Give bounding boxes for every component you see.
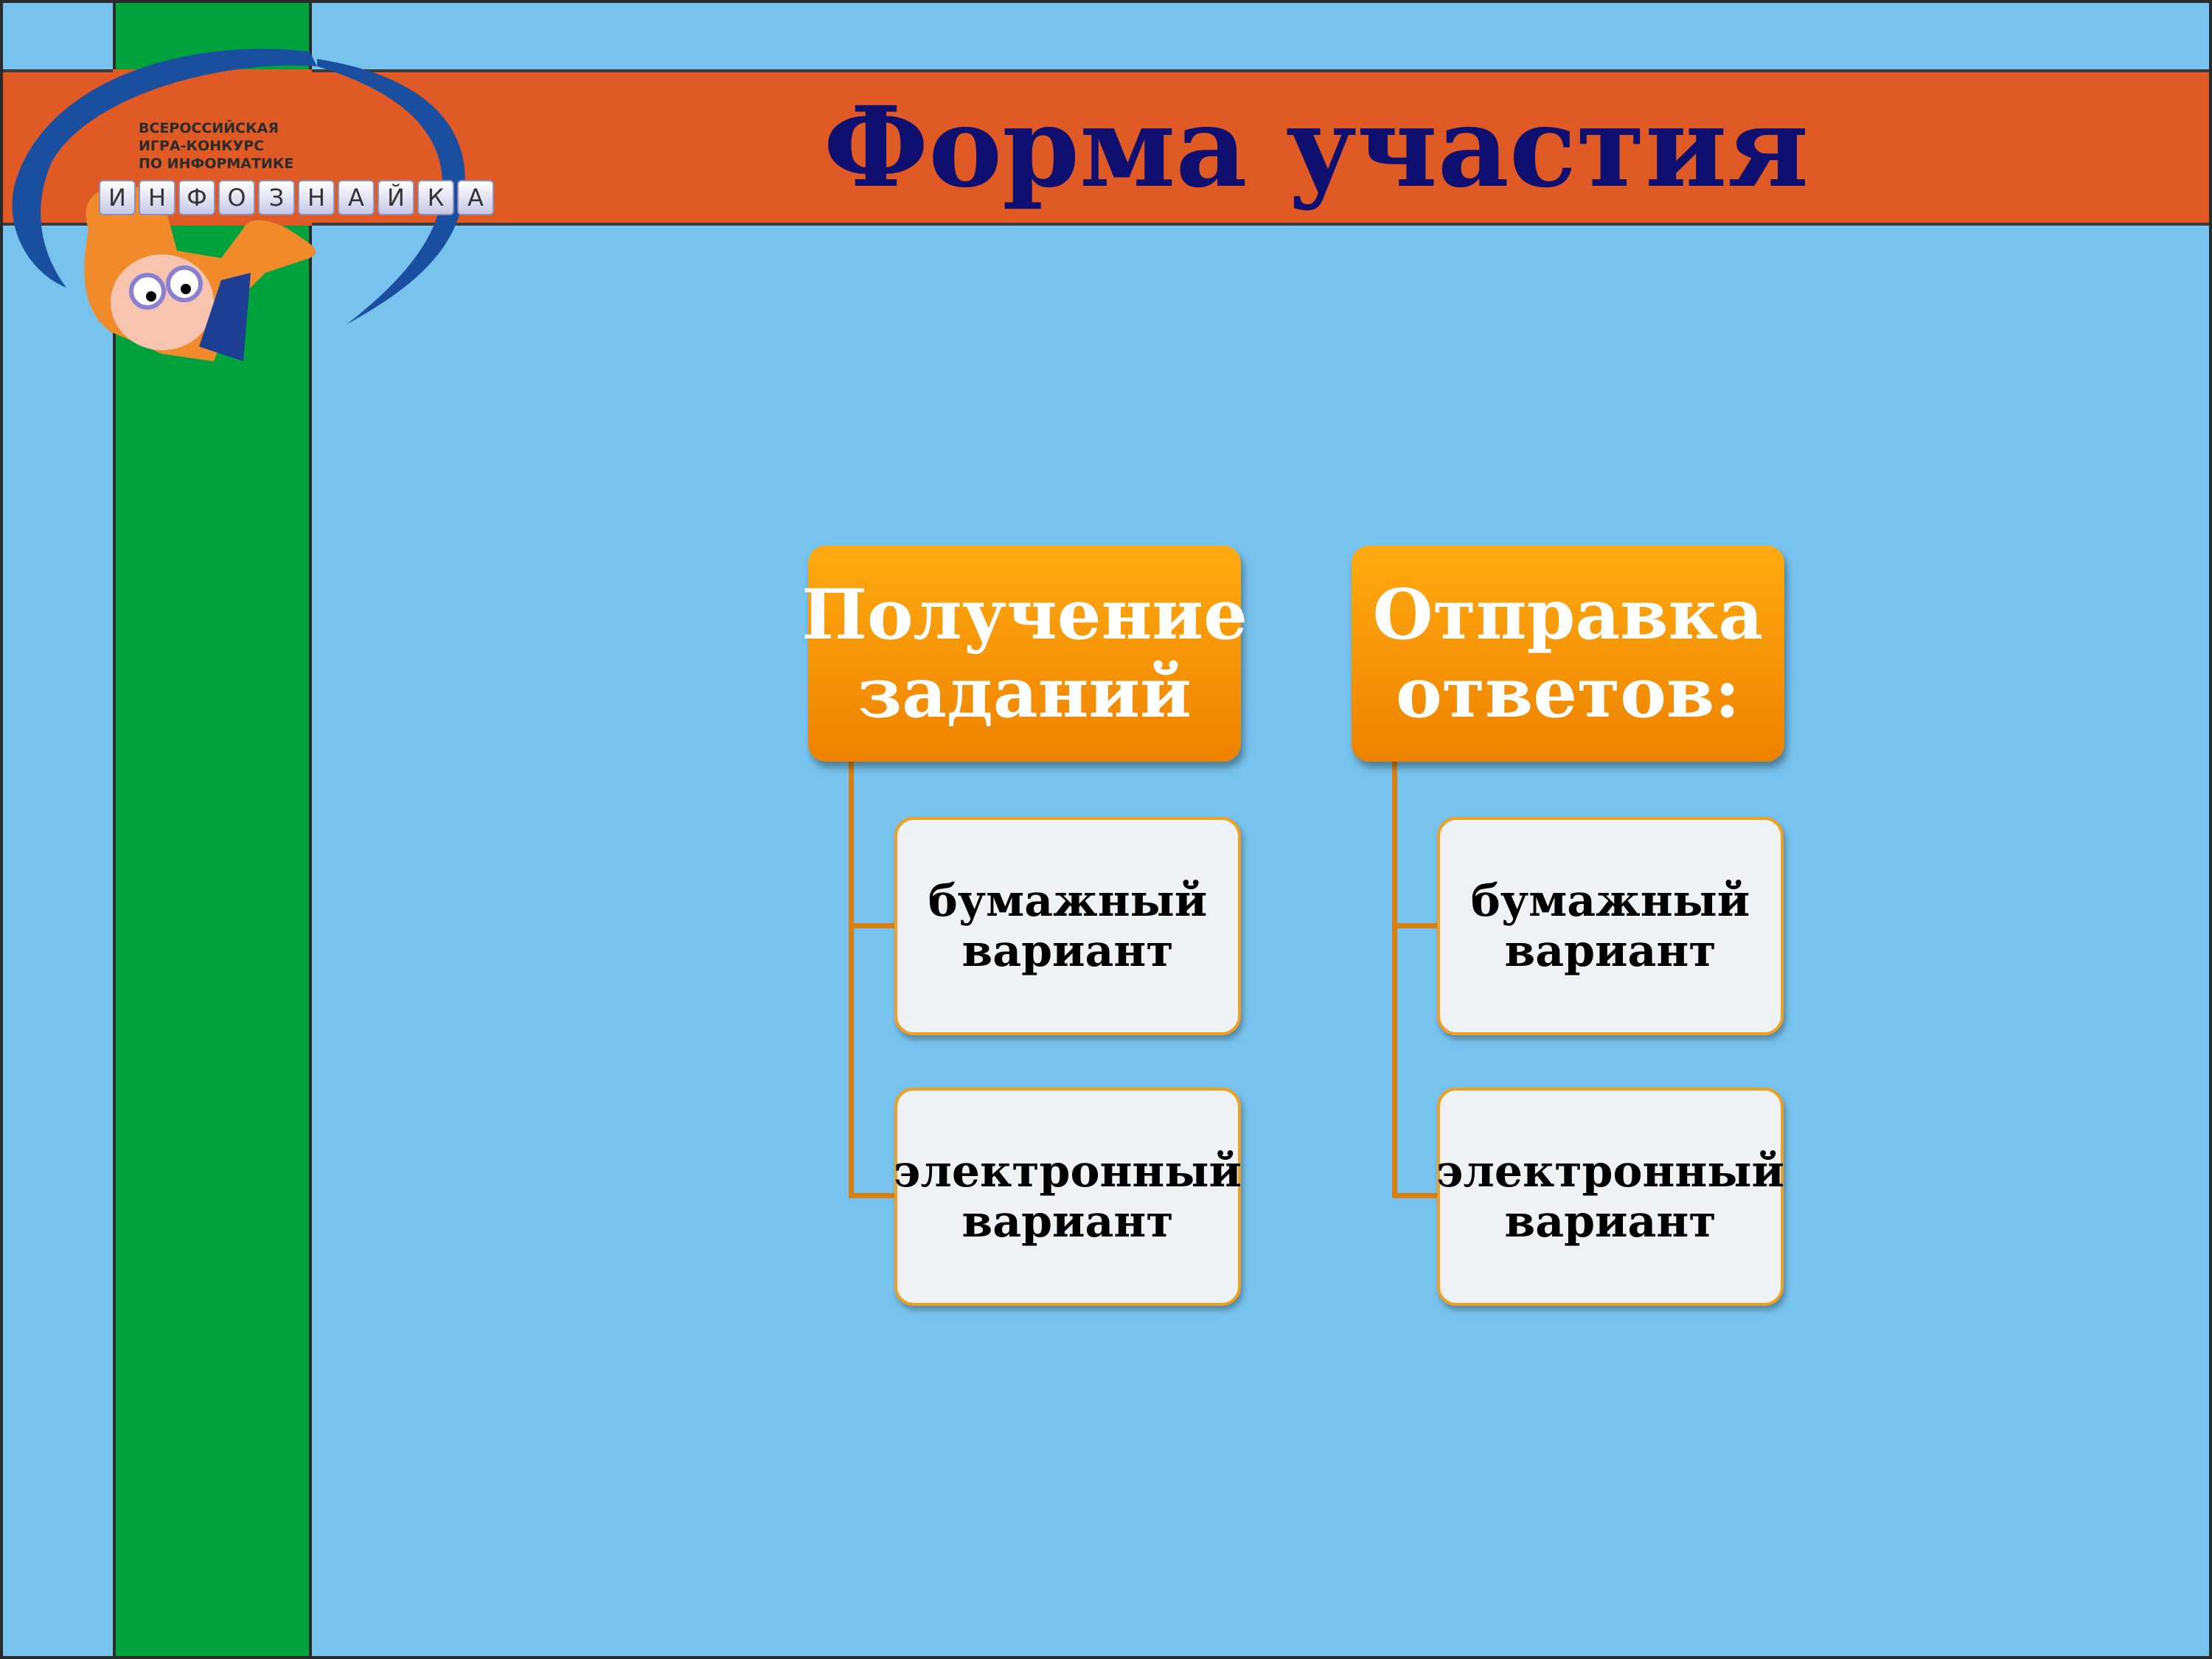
header-box-receive-tasks: Получение заданий [801, 546, 1248, 762]
option-box-paper: бумажный вариант [1437, 817, 1784, 1035]
option-box-electronic: электронный вариант [1436, 1088, 1784, 1306]
logo-key: К [417, 180, 454, 215]
logo-key: А [457, 180, 494, 215]
logo-line-1: ВСЕРОССИЙСКАЯ [139, 120, 279, 136]
connector-horizontal [849, 923, 896, 928]
logo-key: О [218, 180, 255, 215]
option-box-paper: бумажный вариант [894, 817, 1241, 1035]
logo-caption: ВСЕРОССИЙСКАЯ ИГРА-КОНКУРС ПО ИНФОРМАТИК… [139, 119, 293, 173]
logo-swoosh-icon [12, 49, 465, 361]
logo-key: Н [298, 180, 335, 215]
infoznaika-logo: ВСЕРОССИЙСКАЯ ИГРА-КОНКУРС ПО ИНФОРМАТИК… [0, 37, 516, 369]
logo-key: И [99, 180, 136, 215]
logo-line-2: ИГРА-КОНКУРС [139, 138, 265, 154]
connector-vertical [1392, 762, 1397, 1198]
logo-key: Н [139, 180, 175, 215]
header-box-send-answers: Отправка ответов: [1352, 546, 1784, 762]
connector-horizontal [849, 1193, 896, 1198]
page-title: Форма участия [823, 83, 1809, 212]
option-box-electronic: электронный вариант [894, 1088, 1242, 1306]
logo-key: Й [378, 180, 414, 215]
connector-horizontal [1392, 923, 1439, 928]
logo-key: А [338, 180, 375, 215]
logo-key: З [258, 180, 295, 215]
logo-keys: И Н Ф О З Н А Й К А [99, 180, 494, 215]
connector-horizontal [1392, 1193, 1439, 1198]
connector-vertical [849, 762, 854, 1198]
logo-line-3: ПО ИНФОРМАТИКЕ [139, 156, 294, 172]
logo-key: Ф [178, 180, 215, 215]
